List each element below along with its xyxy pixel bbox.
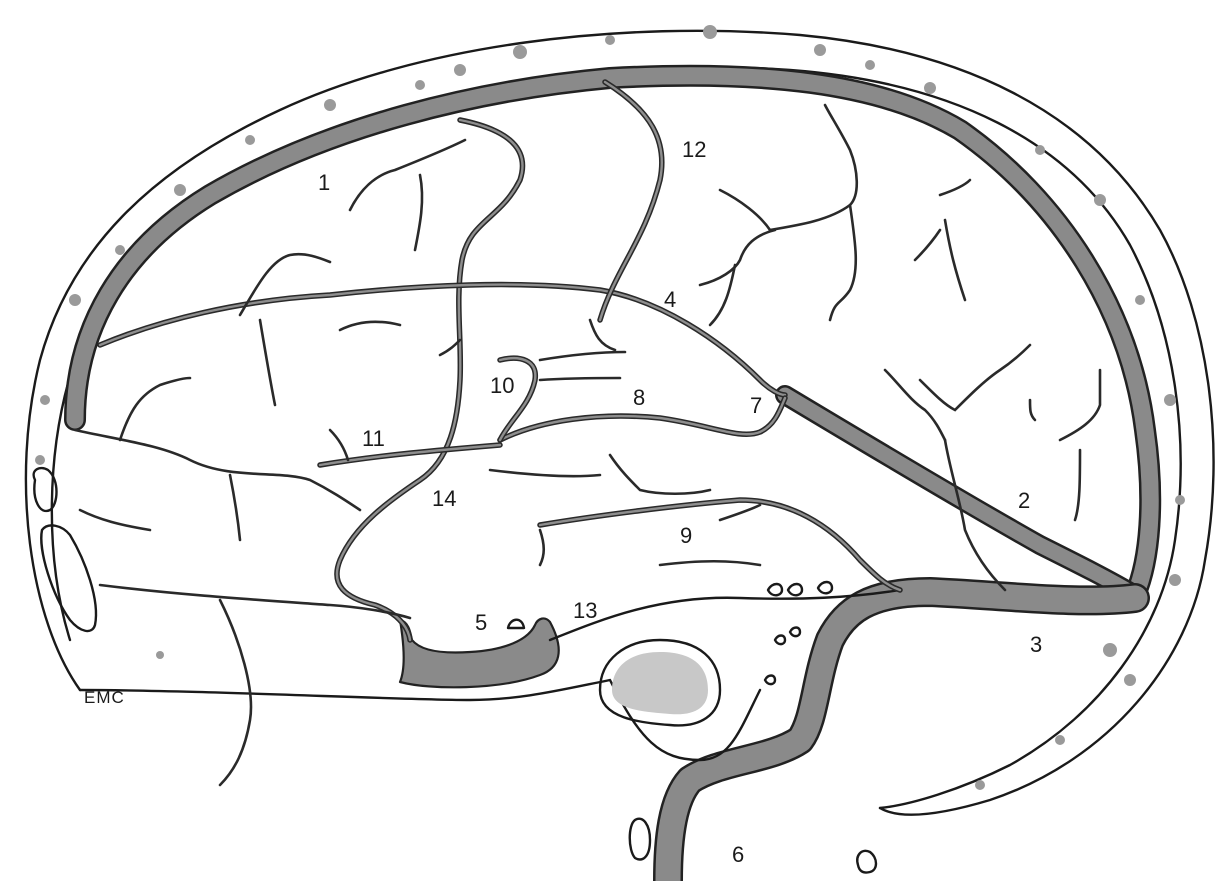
label-2: 2 — [1018, 488, 1030, 513]
label-11: 11 — [362, 426, 385, 451]
label-8: 8 — [633, 385, 645, 410]
small-vessel-ring — [857, 851, 876, 873]
straight-sinus — [785, 395, 1135, 595]
inferior-sagittal-sinus — [100, 285, 785, 395]
label-7: 7 — [750, 393, 762, 418]
cortical-veins — [75, 105, 1100, 785]
label-4: 4 — [664, 287, 676, 312]
label-10: 10 — [490, 373, 514, 398]
label-1: 1 — [318, 170, 330, 195]
label-9: 9 — [680, 523, 692, 548]
cervical-outline — [630, 819, 650, 860]
label-14: 14 — [432, 486, 456, 511]
label-12: 12 — [682, 137, 706, 162]
label-6: 6 — [732, 842, 744, 867]
label-3: 3 — [1030, 632, 1042, 657]
frontal-cavity-lower — [41, 525, 96, 631]
transverse-sinus — [668, 592, 1135, 881]
signature: EMC — [84, 688, 125, 707]
label-5: 5 — [475, 610, 487, 635]
label-13: 13 — [573, 598, 597, 623]
transverse-sinus-dark — [668, 592, 1135, 881]
sella-fill — [612, 652, 708, 714]
bone-texture — [35, 25, 1185, 790]
